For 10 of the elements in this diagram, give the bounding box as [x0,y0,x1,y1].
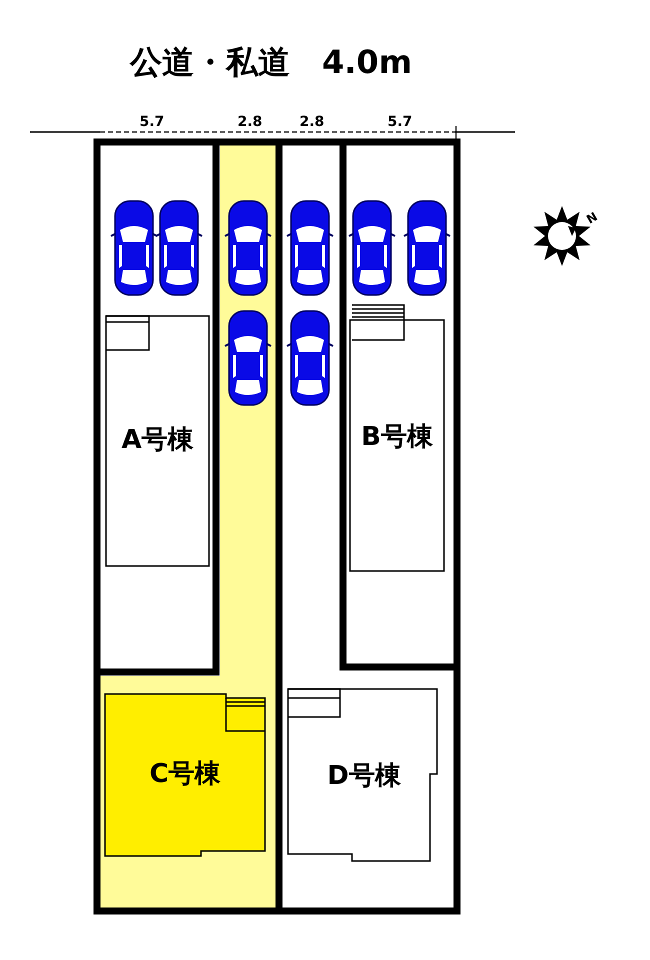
dimension-label: 2.8 [238,115,262,129]
north-label: N [584,210,600,226]
house-label: A号棟 [120,427,195,453]
dimension-label: 2.8 [300,115,324,129]
dimension-label: 5.7 [140,115,164,129]
house-label: C号棟 [148,761,222,787]
dimension-label: 5.7 [388,115,412,129]
house-label: D号棟 [326,762,402,788]
house-label: B号棟 [360,424,434,450]
title: 公道・私道 4.0m [130,46,412,78]
